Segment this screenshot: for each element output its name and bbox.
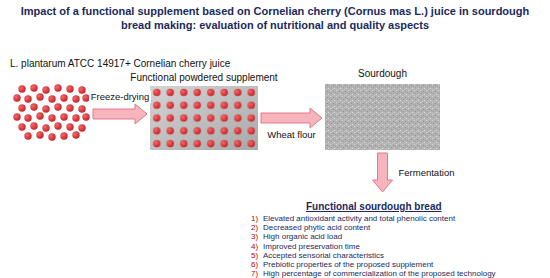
list-number: 2) (251, 223, 263, 232)
node-heading: Functional powdered supplement (130, 72, 277, 84)
diagram-title: Impact of a functional supplement based … (10, 4, 540, 32)
berry-cluster-box: L. plantarum ATCC 14917+ Cornelian cherr… (12, 84, 90, 142)
list-item: High percentage of commercialization of … (263, 269, 496, 278)
sourdough-box: Sourdough (325, 84, 440, 150)
node-heading: Sourdough (358, 68, 407, 80)
list-number: 7) (251, 269, 263, 278)
node-heading: L. plantarum ATCC 14917+ Cornelian cherr… (10, 58, 230, 70)
list-item: Improved preservation time (263, 242, 360, 251)
list-item: Accepted sensorial characteristics (263, 251, 384, 260)
list-heading: Functional sourdough bread (306, 201, 442, 213)
process-arrow (373, 153, 393, 192)
step-label: Wheat flour (265, 129, 318, 141)
step-label: Fermentation (397, 167, 457, 179)
list-number: 3) (251, 232, 263, 241)
list-item: High organic acid load (263, 232, 342, 241)
step-label: Freeze-drying (89, 91, 152, 103)
list-number: 4) (251, 242, 263, 251)
list-item: Elevated antioxidant activity and total … (263, 214, 455, 223)
list-number: 1) (251, 214, 263, 223)
list-item: Prebiotic properties of the proposed sup… (263, 260, 433, 269)
process-arrow (261, 108, 322, 128)
powder-tray (150, 86, 258, 150)
process-arrow (93, 104, 147, 124)
list-number: 6) (251, 260, 263, 269)
powder-dots (150, 86, 258, 150)
list-number: 5) (251, 251, 263, 260)
supplement-box: Functional powdered supplement (150, 86, 258, 150)
sourdough-texture (325, 84, 440, 150)
bread-results-list: Functional sourdough bread 1)Elevated ant… (250, 195, 501, 278)
berry-cluster (13, 84, 89, 140)
list-item: Decreased phytic acid content (263, 223, 370, 232)
